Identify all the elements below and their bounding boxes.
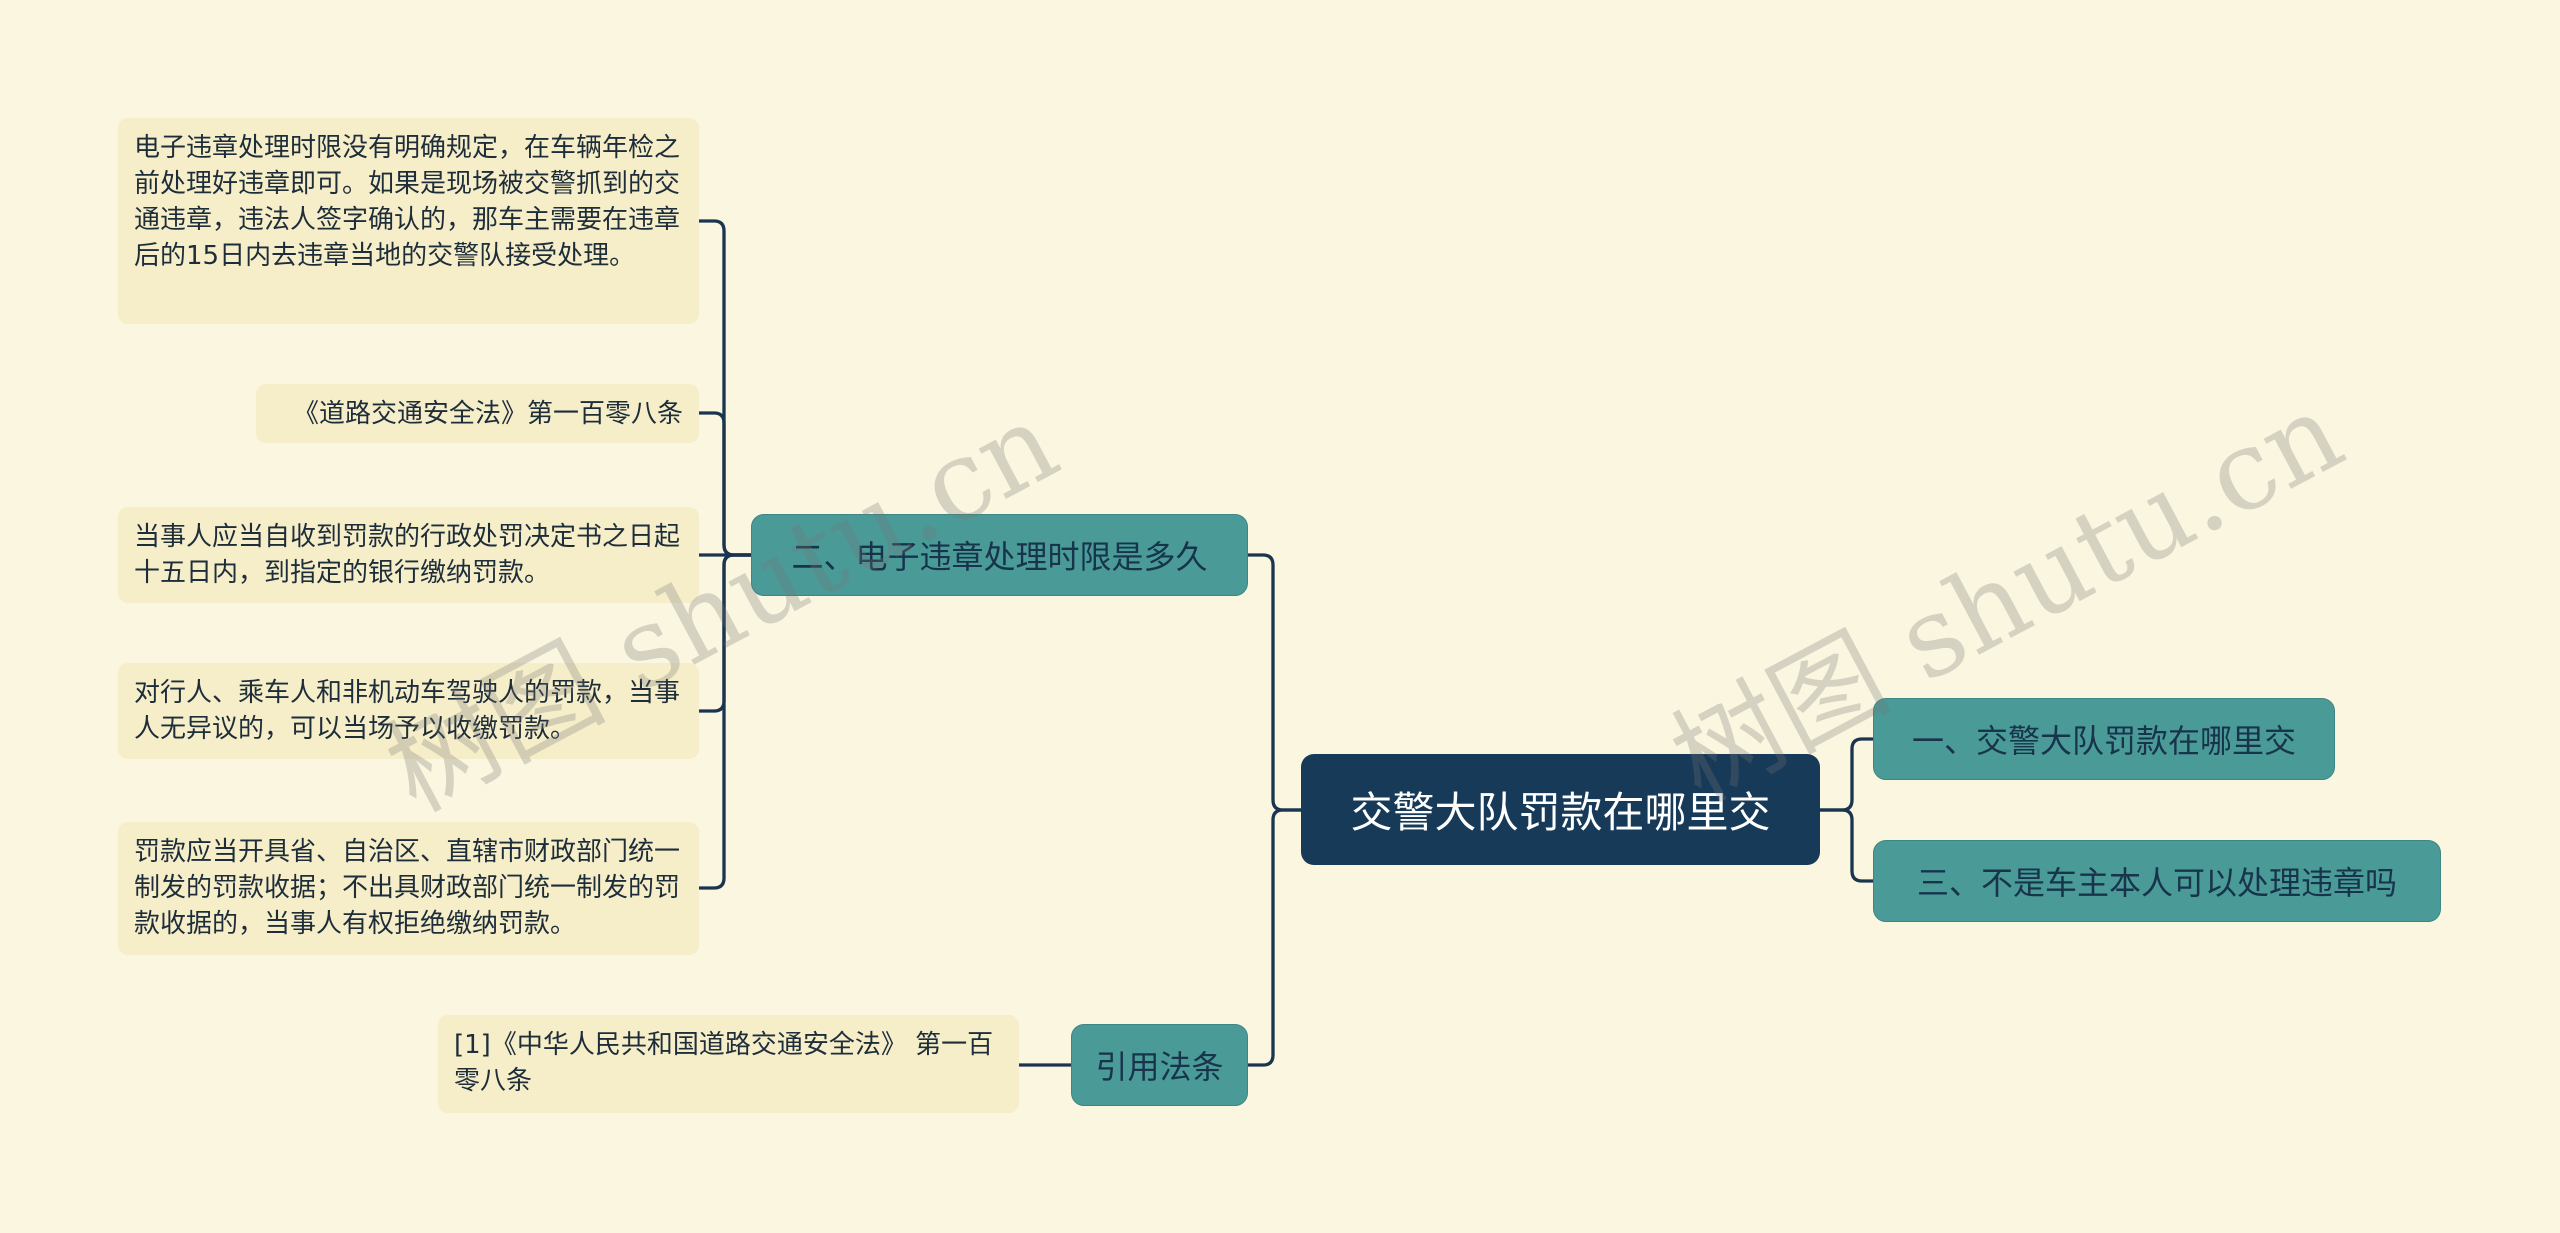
leaf-on-site-collection[interactable]: 对行人、乘车人和非机动车驾驶人的罚款，当事人无异议的，可以当场予以收缴罚款。: [118, 663, 699, 759]
leaf-reference-1[interactable]: [1]《中华人民共和国道路交通安全法》 第一百零八条: [438, 1015, 1019, 1113]
leaf-law-article-108[interactable]: 《道路交通安全法》第一百零八条: [256, 384, 699, 443]
link-b2-l5: [699, 553, 751, 890]
link-root-ref: [1248, 808, 1301, 1067]
link-root-b1: [1820, 737, 1873, 812]
leaf-processing-deadline[interactable]: 电子违章处理时限没有明确规定，在车辆年检之前处理好违章即可。如果是现场被交警抓到…: [118, 118, 699, 324]
leaf-payment-15-days[interactable]: 当事人应当自收到罚款的行政处罚决定书之日起十五日内，到指定的银行缴纳罚款。: [118, 507, 699, 603]
branch-references[interactable]: 引用法条: [1071, 1024, 1248, 1106]
link-root-b3: [1820, 808, 1873, 883]
link-root-b2: [1248, 553, 1301, 812]
branch-1[interactable]: 一、交警大队罚款在哪里交: [1873, 698, 2335, 780]
branch-3[interactable]: 三、不是车主本人可以处理违章吗: [1873, 840, 2441, 922]
link-b2-l2: [699, 411, 751, 557]
leaf-fine-receipt[interactable]: 罚款应当开具省、自治区、直辖市财政部门统一制发的罚款收据；不出具财政部门统一制发…: [118, 822, 699, 955]
root-topic[interactable]: 交警大队罚款在哪里交: [1301, 754, 1820, 865]
branch-2[interactable]: 二、电子违章处理时限是多久: [751, 514, 1248, 596]
